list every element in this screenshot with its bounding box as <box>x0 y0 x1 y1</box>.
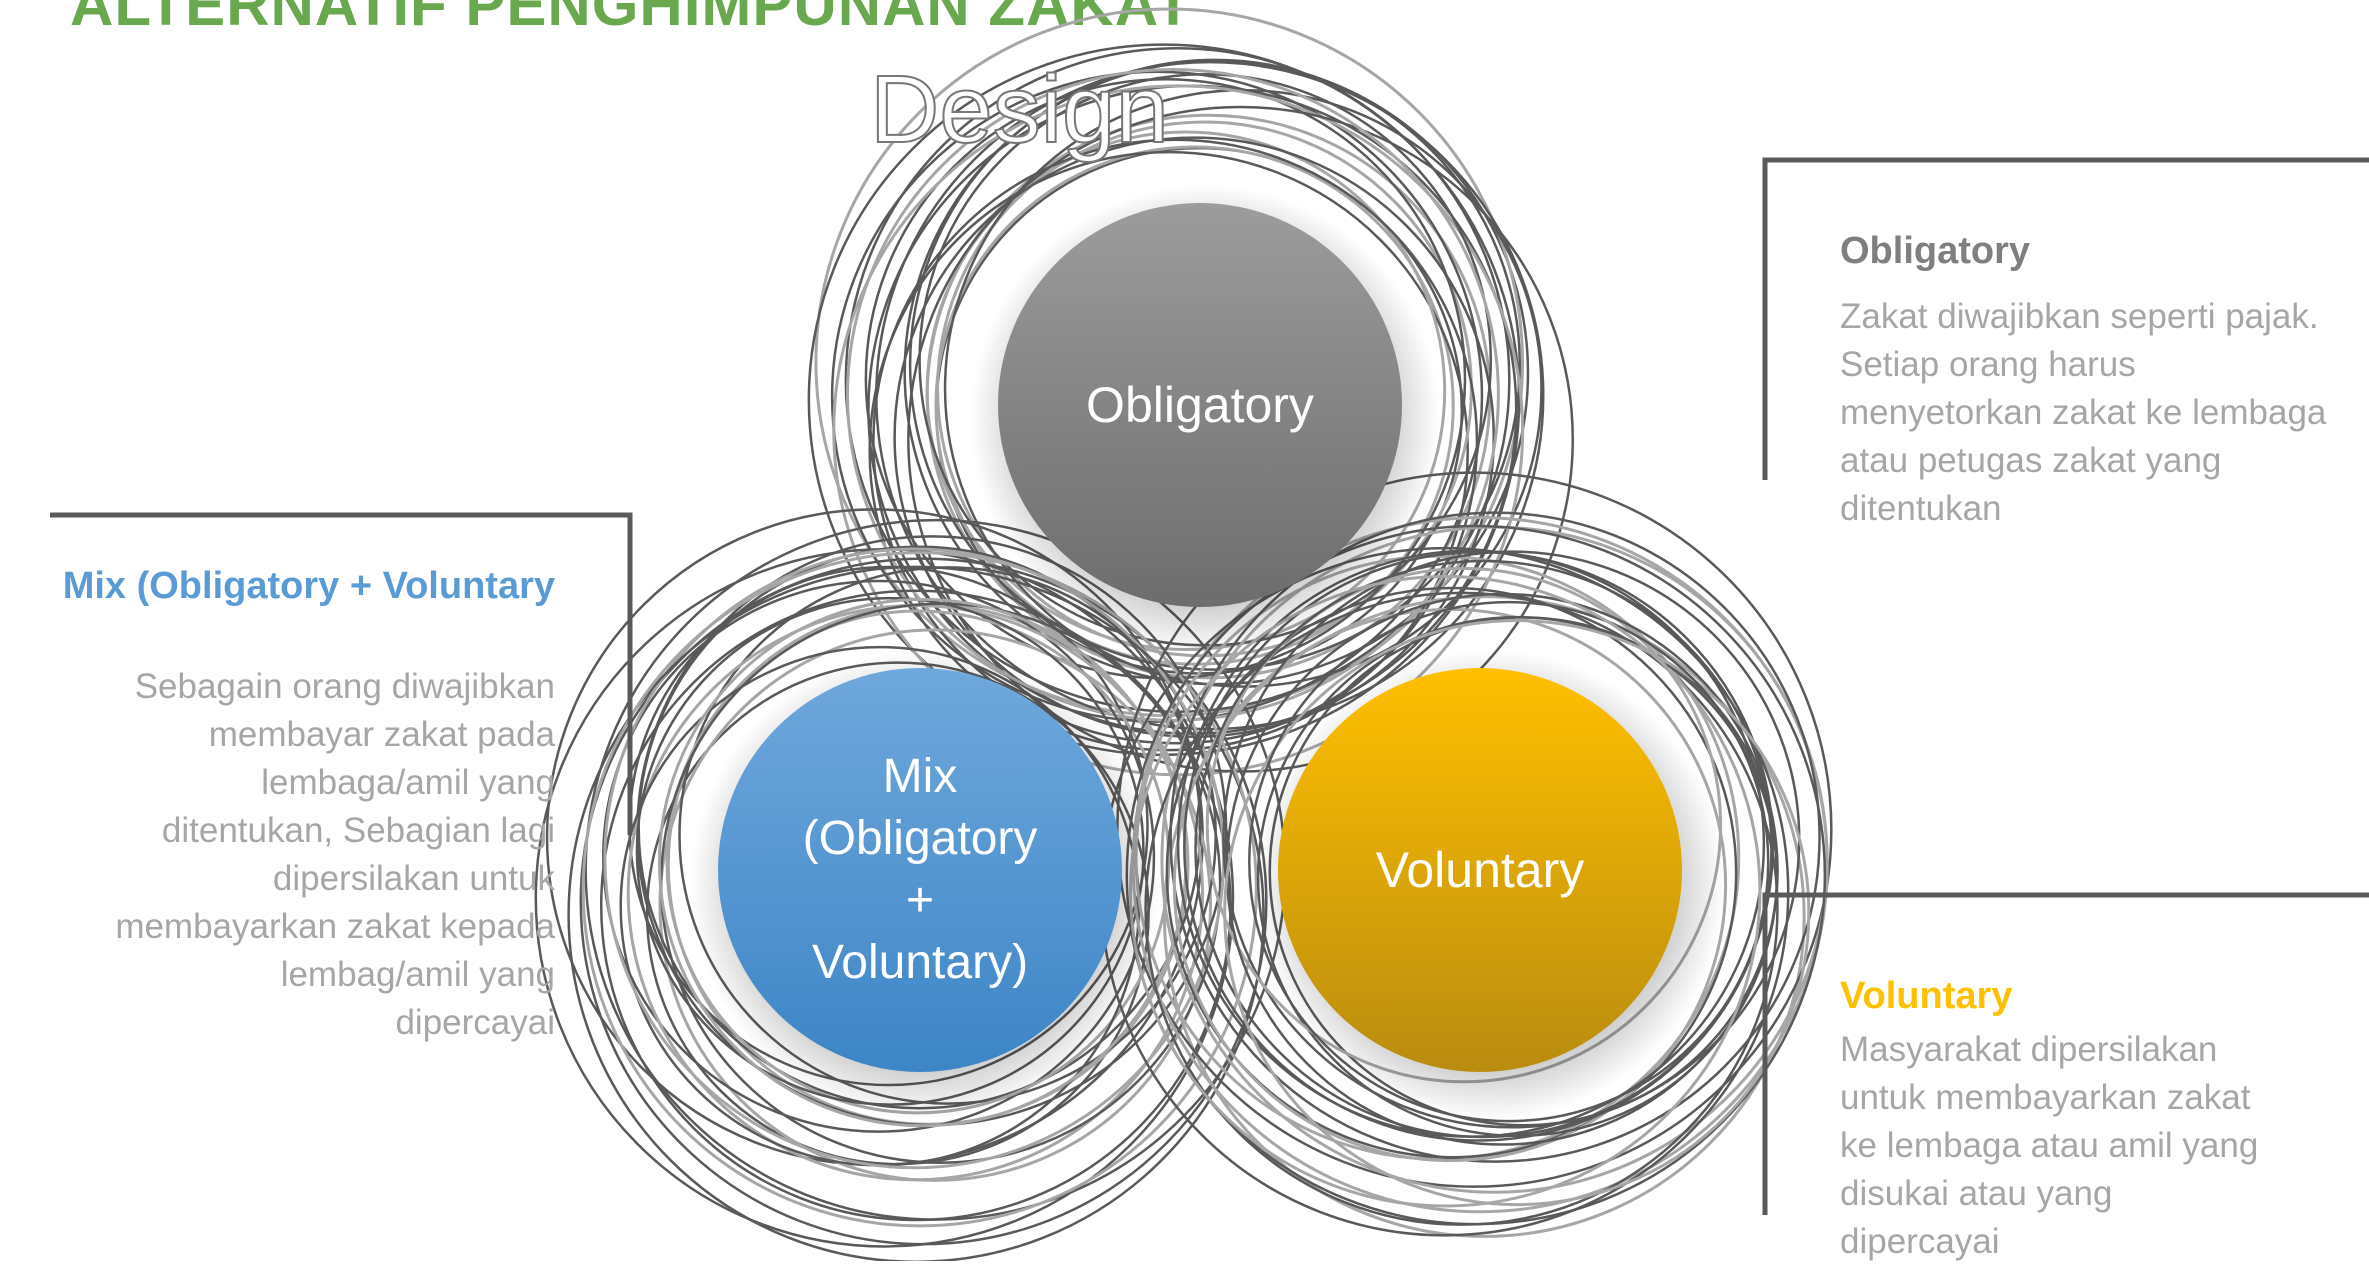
decorative-ring <box>934 145 1455 666</box>
decorative-rings <box>534 7 1833 1261</box>
decorative-ring <box>868 150 1469 752</box>
voluntary-desc-line-5: dipercayai <box>1840 1222 2000 1261</box>
decorative-ring <box>1223 619 1811 1207</box>
obligatory-desc-line-3: menyetorkan zakat ke lembaga <box>1840 393 2327 432</box>
page-title: ALTERNATIF PENGHIMPUNAN ZAKAT <box>70 0 1193 38</box>
decorative-ring <box>1169 511 1821 1163</box>
voluntary-heading: Voluntary <box>1840 975 2013 1017</box>
voluntary-circle[interactable] <box>1278 668 1682 1072</box>
mix-desc-line-4: ditentukan, Sebagian lagi <box>161 811 555 850</box>
mix-desc-line-1: Sebagain orang diwajibkan <box>134 667 555 706</box>
mix-label-line-4: Voluntary) <box>811 936 1029 989</box>
decorative-ring <box>845 67 1500 722</box>
obligatory-desc-line-4: atau petugas zakat yang <box>1840 441 2222 480</box>
mix-desc-line-7: lembag/amil yang <box>280 955 555 994</box>
mix-callout-line <box>50 512 633 835</box>
voluntary-desc-line-2: untuk membayarkan zakat <box>1840 1078 2251 1117</box>
voluntary-callout-line <box>1762 892 2369 1215</box>
voluntary-desc-line-4: disukai atau yang <box>1840 1174 2113 1213</box>
obligatory-desc-line-2: Setiap orang harus <box>1840 345 2136 384</box>
mix-desc-line-5: dipersilakan untuk <box>272 859 555 898</box>
overlay-text: Design <box>869 55 1170 164</box>
decorative-ring <box>943 88 1543 688</box>
mix-label-line-3: + <box>905 874 935 927</box>
obligatory-desc-line-1: Zakat diwajibkan seperti pajak. <box>1840 297 2319 336</box>
mix-description: Mix (Obligatory + Voluntary Sebagain ora… <box>0 565 555 1047</box>
obligatory-callout-line <box>1762 157 2369 480</box>
mix-desc-line-8: dipercayai <box>395 1003 555 1042</box>
voluntary-desc-line-3: ke lembaga atau amil yang <box>1840 1126 2259 1165</box>
mix-node-label: Mix (Obligatory + Voluntary) <box>760 740 1080 1000</box>
mix-heading: Mix (Obligatory + Voluntary <box>62 565 555 607</box>
decorative-ring <box>830 70 1484 723</box>
mix-desc-line-3: lembaga/amil yang <box>261 763 555 802</box>
mix-label-line-1: Mix <box>882 750 958 803</box>
voluntary-description: Voluntary Masyarakat dipersilakan untuk … <box>1840 975 2360 1266</box>
mix-desc-line-2: membayar zakat pada <box>208 715 555 754</box>
mix-label-line-2: (Obligatory <box>802 812 1038 865</box>
voluntary-desc-line-1: Masyarakat dipersilakan <box>1840 1030 2218 1069</box>
obligatory-desc-line-5: ditentukan <box>1840 489 2002 528</box>
mix-circle[interactable] <box>718 668 1122 1072</box>
decorative-ring <box>1165 586 1738 1159</box>
decorative-ring <box>1194 559 1773 1139</box>
obligatory-heading: Obligatory <box>1840 230 2031 272</box>
decorative-ring <box>814 7 1525 718</box>
decorative-ring <box>1162 595 1806 1238</box>
decorative-ring <box>1248 600 1770 1123</box>
obligatory-node-label: Obligatory <box>1086 377 1314 433</box>
obligatory-circle[interactable] <box>998 203 1402 607</box>
obligatory-description: Obligatory Zakat diwajibkan seperti paja… <box>1840 230 2360 533</box>
mix-desc-line-6: membayarkan zakat kepada <box>115 907 555 946</box>
voluntary-node-label: Voluntary <box>1375 842 1585 898</box>
